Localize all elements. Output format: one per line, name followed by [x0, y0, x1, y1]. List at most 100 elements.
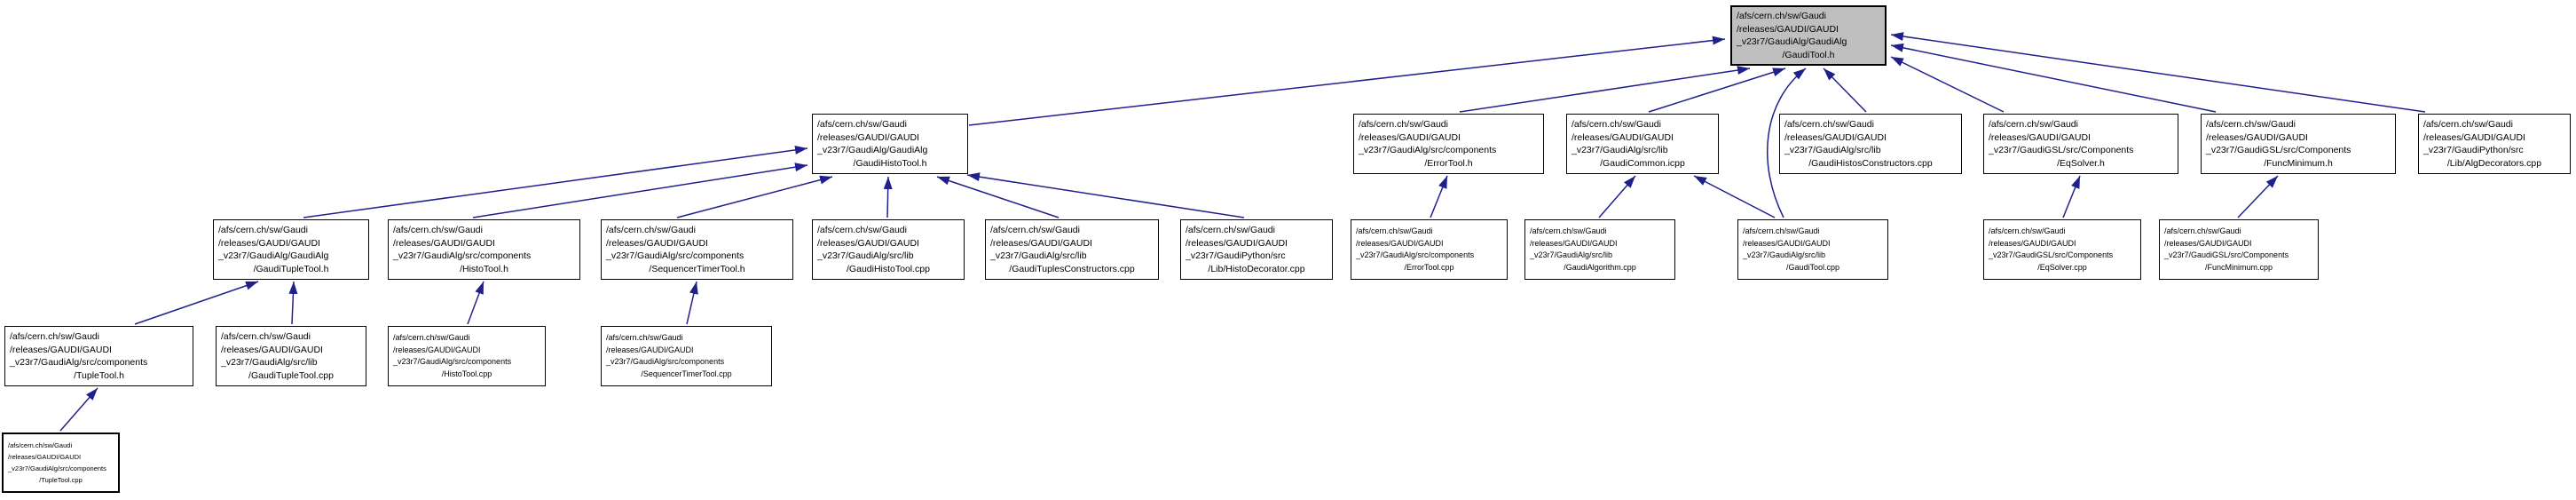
node-label-line: /releases/GAUDI/GAUDI [1530, 238, 1618, 248]
node-label-line: /afs/cern.ch/sw/Gaudi [218, 225, 308, 235]
node-label-line: /releases/GAUDI/GAUDI [1356, 238, 1444, 248]
node-label-line: /afs/cern.ch/sw/Gaudi [1784, 119, 1874, 130]
node-label-line: /TupleTool.cpp [39, 476, 83, 484]
include-edge-tuple-tool-h--gaudi-tuple-tool-h [134, 281, 259, 325]
include-edge-histo-decorator-cpp--gaudi-histo-tool-h [966, 172, 1245, 218]
graph-node-eq-solver-cpp[interactable]: /afs/cern.ch/sw/Gaudi/releases/GAUDI/GAU… [1983, 219, 2141, 280]
node-label-line: _v23r7/GaudiAlg/GaudiAlg [218, 250, 329, 261]
node-label-line: /GaudiTupleTool.h [253, 263, 329, 274]
include-edge-func-minimum-h--gaudi-tool-h [1890, 43, 2217, 113]
node-label-line: _v23r7/GaudiAlg/GaudiAlg [1737, 36, 1847, 47]
graph-node-gaudi-histos-constructors-cpp[interactable]: /afs/cern.ch/sw/Gaudi/releases/GAUDI/GAU… [1779, 114, 1962, 174]
node-label-line: _v23r7/GaudiGSL/src/Components [2164, 250, 2289, 259]
include-edge-gaudi-algorithm-cpp--gaudi-common-icpp [1598, 175, 1636, 218]
include-edge-tuple-tool-cpp--tuple-tool-h [59, 387, 98, 432]
node-label-line: /afs/cern.ch/sw/Gaudi [1989, 226, 2066, 235]
graph-node-gaudi-histo-tool-cpp[interactable]: /afs/cern.ch/sw/Gaudi/releases/GAUDI/GAU… [812, 219, 965, 280]
graph-node-sequencer-timer-tool-h[interactable]: /afs/cern.ch/sw/Gaudi/releases/GAUDI/GAU… [601, 219, 793, 280]
node-label-line: /releases/GAUDI/GAUDI [8, 453, 82, 461]
node-label-line: _v23r7/GaudiPython/src [1186, 250, 1286, 261]
node-label-line: /releases/GAUDI/GAUDI [1784, 131, 1887, 143]
node-label-line: _v23r7/GaudiAlg/GaudiAlg [817, 145, 928, 155]
node-label-line: /afs/cern.ch/sw/Gaudi [221, 331, 311, 342]
node-label-line: /afs/cern.ch/sw/Gaudi [1743, 226, 1820, 235]
node-label-line: /EqSolver.h [2057, 157, 2105, 169]
include-edge-sequencer-timer-tool-h--gaudi-histo-tool-h [676, 175, 833, 218]
node-label-line: _v23r7/GaudiAlg/src/components [393, 250, 532, 261]
node-label-line: _v23r7/GaudiGSL/src/Components [2206, 145, 2351, 155]
node-label-line: /ErrorTool.cpp [1404, 262, 1454, 272]
include-edge-error-tool-h--gaudi-tool-h [1459, 66, 1751, 113]
node-label-line: /releases/GAUDI/GAUDI [218, 237, 320, 249]
node-label-line: /releases/GAUDI/GAUDI [10, 344, 112, 355]
node-label-line: /afs/cern.ch/sw/Gaudi [393, 333, 470, 342]
node-label-line: /afs/cern.ch/sw/Gaudi [8, 441, 73, 449]
include-edge-gaudi-tool-cpp--gaudi-common-icpp [1693, 175, 1776, 218]
node-label-line: /SequencerTimerTool.h [649, 263, 745, 274]
node-label-line: /GaudiTool.cpp [1785, 262, 1840, 272]
graph-node-histo-tool-h[interactable]: /afs/cern.ch/sw/Gaudi/releases/GAUDI/GAU… [388, 219, 580, 280]
graph-node-func-minimum-cpp[interactable]: /afs/cern.ch/sw/Gaudi/releases/GAUDI/GAU… [2159, 219, 2319, 280]
include-edge-gaudi-histo-tool-cpp--gaudi-histo-tool-h [883, 176, 893, 218]
node-label-line: /GaudiAlgorithm.cpp [1564, 262, 1636, 272]
node-label-line: _v23r7/GaudiAlg/src/lib [1530, 250, 1613, 259]
node-label-line: /EqSolver.cpp [2037, 262, 2087, 272]
node-label-line: /afs/cern.ch/sw/Gaudi [393, 225, 483, 235]
graph-node-gaudi-common-icpp[interactable]: /afs/cern.ch/sw/Gaudi/releases/GAUDI/GAU… [1566, 114, 1719, 174]
graph-node-alg-decorators-cpp[interactable]: /afs/cern.ch/sw/Gaudi/releases/GAUDI/GAU… [2418, 114, 2571, 174]
graph-node-tuple-tool-cpp[interactable]: /afs/cern.ch/sw/Gaudi/releases/GAUDI/GAU… [2, 433, 120, 493]
graph-node-gaudi-tuple-tool-cpp[interactable]: /afs/cern.ch/sw/Gaudi/releases/GAUDI/GAU… [216, 326, 366, 386]
graph-node-gaudi-tool-cpp[interactable]: /afs/cern.ch/sw/Gaudi/releases/GAUDI/GAU… [1737, 219, 1888, 280]
include-edge-gaudi-tuple-tool-cpp--gaudi-tuple-tool-h [288, 281, 298, 325]
graph-node-error-tool-h[interactable]: /afs/cern.ch/sw/Gaudi/releases/GAUDI/GAU… [1353, 114, 1544, 174]
node-label-line: _v23r7/GaudiAlg/src/components [393, 357, 512, 366]
graph-node-tuple-tool-h[interactable]: /afs/cern.ch/sw/Gaudi/releases/GAUDI/GAU… [4, 326, 193, 386]
node-label-line: /SequencerTimerTool.cpp [641, 369, 732, 378]
node-label-line: _v23r7/GaudiAlg/src/lib [1784, 145, 1881, 155]
graph-node-sequencer-timer-tool-cpp[interactable]: /afs/cern.ch/sw/Gaudi/releases/GAUDI/GAU… [601, 326, 772, 386]
graph-node-histo-tool-cpp[interactable]: /afs/cern.ch/sw/Gaudi/releases/GAUDI/GAU… [388, 326, 546, 386]
node-label-line: /releases/GAUDI/GAUDI [221, 344, 323, 355]
node-label-line: /afs/cern.ch/sw/Gaudi [10, 331, 99, 342]
graph-node-gaudi-tuple-tool-h[interactable]: /afs/cern.ch/sw/Gaudi/releases/GAUDI/GAU… [213, 219, 369, 280]
graph-node-histo-decorator-cpp[interactable]: /afs/cern.ch/sw/Gaudi/releases/GAUDI/GAU… [1180, 219, 1333, 280]
node-label-line: /GaudiCommon.icpp [1600, 157, 1685, 169]
node-label-line: _v23r7/GaudiAlg/src/lib [221, 357, 318, 368]
graph-node-gaudi-histo-tool-h[interactable]: /afs/cern.ch/sw/Gaudi/releases/GAUDI/GAU… [812, 114, 968, 174]
node-label-line: _v23r7/GaudiAlg/src/components [606, 250, 744, 261]
node-label-line: /afs/cern.ch/sw/Gaudi [2164, 226, 2241, 235]
node-label-line: /releases/GAUDI/GAUDI [1989, 238, 2076, 248]
include-edge-gaudi-histo-tool-h--gaudi-tool-h [968, 36, 1726, 126]
graph-node-gaudi-tuples-constructors-cpp[interactable]: /afs/cern.ch/sw/Gaudi/releases/GAUDI/GAU… [985, 219, 1159, 280]
node-label-line: /FuncMinimum.h [2264, 157, 2333, 169]
node-label-line: _v23r7/GaudiGSL/src/Components [1989, 145, 2134, 155]
include-edge-histo-tool-h--gaudi-histo-tool-h [472, 163, 808, 218]
node-label-line: /GaudiTuplesConstructors.cpp [1009, 263, 1135, 274]
include-edge-eq-solver-cpp--eq-solver-h [2062, 175, 2081, 218]
graph-node-error-tool-cpp[interactable]: /afs/cern.ch/sw/Gaudi/releases/GAUDI/GAU… [1351, 219, 1508, 280]
node-label-line: /releases/GAUDI/GAUDI [2164, 238, 2252, 248]
node-label-line: /afs/cern.ch/sw/Gaudi [1186, 225, 1275, 235]
node-label-line: /afs/cern.ch/sw/Gaudi [817, 119, 907, 130]
graph-node-func-minimum-h[interactable]: /afs/cern.ch/sw/Gaudi/releases/GAUDI/GAU… [2201, 114, 2396, 174]
node-label-line: _v23r7/GaudiAlg/src/lib [1572, 145, 1668, 155]
node-label-line: /afs/cern.ch/sw/Gaudi [1359, 119, 1448, 130]
node-label-line: /afs/cern.ch/sw/Gaudi [2206, 119, 2296, 130]
node-label-line: /releases/GAUDI/GAUDI [1737, 23, 1839, 35]
node-label-line: /afs/cern.ch/sw/Gaudi [1572, 119, 1661, 130]
node-label-line: /afs/cern.ch/sw/Gaudi [606, 333, 683, 342]
node-label-line: /releases/GAUDI/GAUDI [1186, 237, 1288, 249]
node-label-line: _v23r7/GaudiGSL/src/Components [1989, 250, 2114, 259]
include-edge-gaudi-histos-constructors-cpp--gaudi-tool-h [1823, 67, 1867, 113]
node-label-line: _v23r7/GaudiAlg/src/components [1359, 145, 1497, 155]
include-edge-sequencer-timer-tool-cpp--sequencer-timer-tool-h [686, 281, 698, 325]
node-label-line: /releases/GAUDI/GAUDI [1743, 238, 1831, 248]
graph-node-gaudi-algorithm-cpp[interactable]: /afs/cern.ch/sw/Gaudi/releases/GAUDI/GAU… [1524, 219, 1675, 280]
graph-node-eq-solver-h[interactable]: /afs/cern.ch/sw/Gaudi/releases/GAUDI/GAU… [1983, 114, 2178, 174]
node-label-line: /afs/cern.ch/sw/Gaudi [1356, 226, 1433, 235]
node-label-line: _v23r7/GaudiAlg/src/lib [817, 250, 914, 261]
include-edge-gaudi-common-icpp--gaudi-tool-h [1648, 67, 1786, 113]
node-label-line: /FuncMinimum.cpp [2204, 262, 2273, 272]
node-label-line: /TupleTool.h [74, 369, 124, 381]
